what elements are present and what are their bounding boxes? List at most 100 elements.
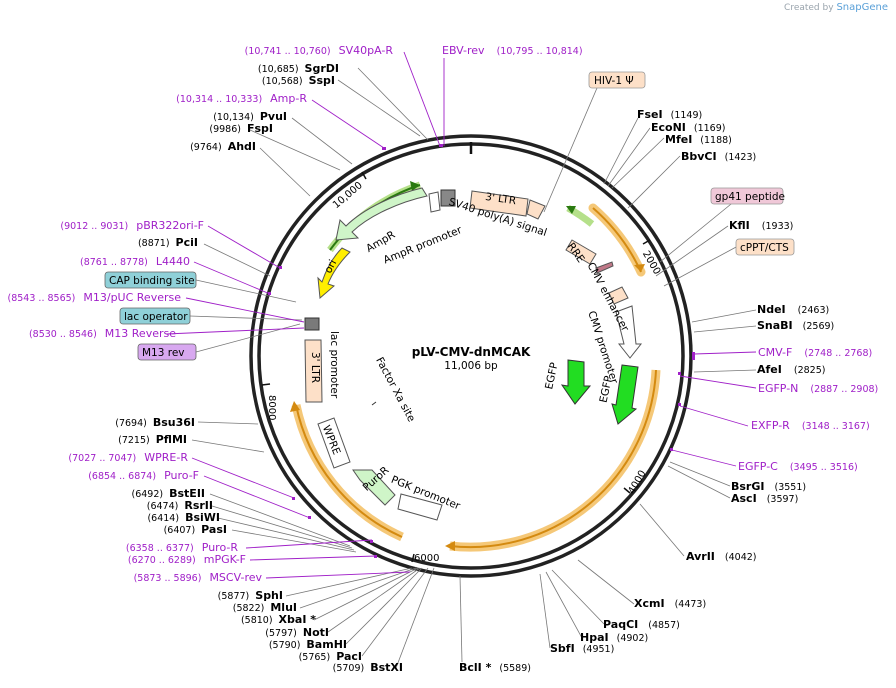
site-rsrii[interactable]: (6474)RsrII: [147, 499, 213, 512]
primer-m13-puc-reverse[interactable]: (8543 .. 8565)M13/pUC Reverse: [8, 291, 182, 304]
pgk-promoter-feature[interactable]: [397, 493, 443, 521]
egfp-outer-arc: [449, 369, 657, 549]
box-gp41-peptide[interactable]: gp41 peptide: [710, 187, 785, 205]
ampr-arrowhead: [410, 181, 420, 191]
label-lac-promoter: lac promoter: [328, 331, 340, 399]
site-mfei[interactable]: MfeI(1188): [665, 133, 732, 146]
site-asci[interactable]: AscI(3597): [731, 492, 798, 505]
primer-puro-r[interactable]: (6358 .. 6377)Puro-R: [126, 541, 238, 554]
svg-text:HIV-1 Ψ: HIV-1 Ψ: [594, 75, 634, 87]
primer-ring-marks: [268, 144, 695, 558]
site-mlui[interactable]: (5822)MluI: [233, 601, 297, 614]
site-bstxi[interactable]: (5709)BstXI: [333, 661, 403, 674]
egfp-outer-feature[interactable]: [611, 364, 639, 425]
primer-puro-f[interactable]: (6854 .. 6874)Puro-F: [88, 469, 199, 482]
puror-feature[interactable]: [352, 469, 396, 506]
site-pflmi[interactable]: (7215)PflMI: [118, 433, 187, 446]
primer-m13-reverse[interactable]: (8530 .. 8546)M13 Reverse: [29, 327, 176, 340]
primer-pbr322ori-f[interactable]: (9012 .. 9031)pBR322ori-F: [60, 219, 204, 232]
site-snabi[interactable]: SnaBI(2569): [757, 319, 834, 332]
site-hpai[interactable]: HpaI(4902): [580, 631, 648, 644]
site-kfli[interactable]: KflI(1933): [729, 219, 793, 232]
box-lac-operator[interactable]: lac operator: [119, 307, 191, 325]
site-fspi[interactable]: (9986)FspI: [209, 122, 273, 135]
label-egfp-outer: EGFP: [598, 375, 615, 404]
site-bsiwi[interactable]: (6414)BsiWI: [147, 511, 220, 524]
cppt-arrowhead: [634, 264, 645, 272]
primer-leader-lines: [165, 51, 757, 579]
box-cap-binding-site[interactable]: CAP binding site: [104, 271, 197, 289]
site-ahdi[interactable]: (9764)AhdI: [190, 140, 256, 153]
primer-l4440[interactable]: (8761 .. 8778)L4440: [80, 255, 190, 268]
site-xcmi[interactable]: XcmI(4473): [634, 597, 706, 610]
site-bamhi[interactable]: (5790)BamHI: [269, 638, 347, 651]
sv40-feature[interactable]: [526, 199, 546, 220]
site-labels-left[interactable]: (10,685)SgrDI (10,568)SspI (10,134)PvuI …: [115, 62, 531, 674]
site-paci[interactable]: (5765)PacI: [299, 650, 362, 663]
primer-exfp-r[interactable]: EXFP-R(3148 .. 3167): [751, 419, 870, 432]
site-xbai[interactable]: (5810)XbaI *: [241, 613, 316, 626]
site-bsu36i[interactable]: (7694)Bsu36I: [115, 416, 195, 429]
3ltr-top-feature[interactable]: [469, 190, 529, 217]
primer-egfp-n[interactable]: EGFP-N(2887 .. 2908): [758, 382, 878, 395]
site-econi[interactable]: EcoNI(1169): [651, 121, 725, 134]
snapgene-brand: Created by SnapGene: [784, 2, 888, 13]
wpre-feature[interactable]: [317, 417, 351, 469]
site-sgrdi[interactable]: (10,685)SgrDI: [258, 62, 339, 75]
site-bcli[interactable]: BclI *(5589): [459, 661, 531, 674]
site-sphi[interactable]: (5877)SphI: [218, 589, 283, 602]
site-paqci[interactable]: PaqCI(4857): [603, 618, 680, 631]
cppt-feature[interactable]: [608, 286, 629, 305]
lac-promoter-block[interactable]: [304, 317, 320, 331]
box-cppt-cts[interactable]: cPPT/CTS: [735, 238, 795, 256]
site-ndei[interactable]: NdeI(2463): [757, 303, 829, 316]
svg-text:CAP binding site: CAP binding site: [109, 275, 195, 287]
site-bsteii[interactable]: (6492)BstEII: [132, 487, 205, 500]
site-labels-right[interactable]: FseI(1149) EcoNI(1169) MfeI(1188) BbvCI(…: [550, 108, 834, 655]
primer-sv40pa-r[interactable]: (10,741 .. 10,760)SV40pA-R: [245, 44, 394, 57]
boxed-feature-labels[interactable]: HIV-1 Ψ gp41 peptide cPPT/CTS CAP bindin…: [104, 71, 795, 361]
3ltr-left-feature[interactable]: [304, 339, 323, 403]
ampr-promoter-feature[interactable]: [428, 191, 441, 213]
brand-prefix: Created by: [784, 3, 834, 13]
tick-label-6000: 6000: [414, 553, 439, 564]
egfp-outer-arrowhead: [445, 541, 455, 551]
svg-text:cPPT/CTS: cPPT/CTS: [740, 242, 789, 254]
site-afei[interactable]: AfeI(2825): [757, 363, 825, 376]
egfp-inner-feature[interactable]: [560, 359, 592, 405]
site-fsei[interactable]: FseI(1149): [637, 108, 702, 121]
ori-feature[interactable]: [317, 247, 351, 300]
primer-wpre-r[interactable]: (7027 .. 7047)WPRE-R: [68, 451, 188, 464]
box-m13-rev[interactable]: M13 rev: [137, 343, 197, 361]
primer-egfp-c[interactable]: EGFP-C(3495 .. 3516): [738, 460, 858, 473]
f1-ori-feature[interactable]: [440, 189, 456, 207]
site-noti[interactable]: (5797)NotI: [265, 626, 329, 639]
label-rre: RRE: [565, 241, 587, 265]
primer-mpgk-f[interactable]: (6270 .. 6289)mPGK-F: [128, 553, 246, 566]
site-sbfi[interactable]: SbfI(4951): [550, 642, 614, 655]
backbone-outer-ring: [249, 134, 693, 578]
feature-shapes[interactable]: [304, 187, 643, 521]
site-bbvci[interactable]: BbvCI(1423): [681, 150, 756, 163]
svg-text:M13 rev: M13 rev: [142, 347, 185, 359]
site-pasi[interactable]: (6407)PasI: [164, 523, 227, 536]
rre-feature[interactable]: [565, 239, 597, 265]
primer-mscv-rev[interactable]: (5873 .. 5896)MSCV-rev: [134, 571, 263, 584]
site-sspi[interactable]: (10,568)SspI: [262, 74, 335, 87]
gp41-feature[interactable]: [595, 261, 614, 274]
box-hiv1-psi[interactable]: HIV-1 Ψ: [588, 71, 646, 89]
primer-cmv-f[interactable]: CMV-F(2748 .. 2768): [758, 346, 872, 359]
site-bsrgi[interactable]: BsrGI(3551): [731, 480, 806, 493]
tick-10000: [361, 171, 367, 180]
cmv-feature[interactable]: [615, 305, 643, 359]
primer-ebv-rev[interactable]: EBV-rev(10,795 .. 10,814): [442, 44, 583, 57]
ampr-feature[interactable]: [335, 187, 428, 241]
wpre-arc: [295, 404, 403, 538]
label-egfp-inner: EGFP: [543, 361, 560, 390]
site-pcii[interactable]: (8871)PciI: [138, 236, 198, 249]
site-pvui[interactable]: (10,134)PvuI: [213, 110, 287, 123]
primer-labels[interactable]: (10,741 .. 10,760)SV40pA-R EBV-rev(10,79…: [8, 44, 879, 584]
site-avrii[interactable]: AvrII(4042): [686, 550, 757, 563]
primer-amp-r[interactable]: (10,314 .. 10,333)Amp-R: [176, 92, 307, 105]
